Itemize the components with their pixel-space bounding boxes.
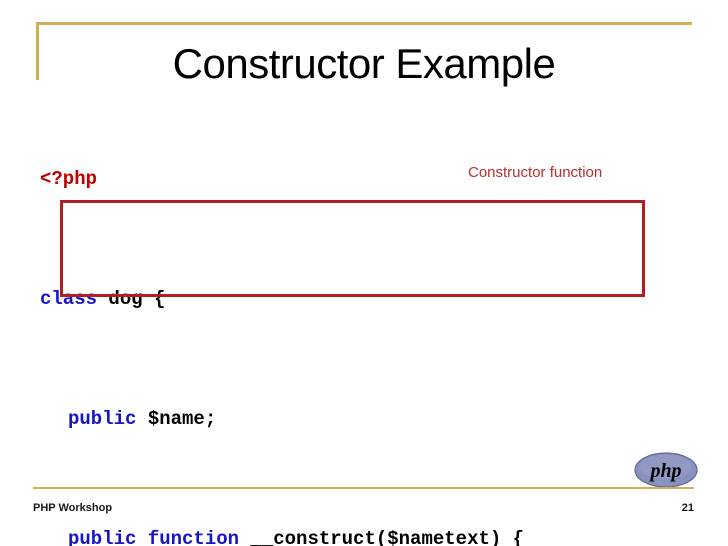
constructor-callout-label: Constructor function (468, 164, 603, 181)
code-line-1: class dog { (40, 284, 524, 314)
code-token-property-name: $name; (136, 408, 217, 430)
code-token-construct-signature: __construct($nametext) { (239, 528, 525, 546)
code-block: <?php class dog { public $name; public f… (40, 104, 524, 546)
title-rule-horizontal (36, 22, 692, 25)
code-line-2: public $name; (40, 404, 524, 434)
code-token-public-keyword: public (68, 408, 137, 430)
footer-rule (33, 487, 694, 489)
page-title: Constructor Example (172, 40, 556, 87)
code-token-class-keyword: class (40, 288, 98, 310)
code-line-0: <?php (40, 164, 524, 194)
footer-page-number: 21 (681, 502, 694, 514)
code-token-class-name: dog { (97, 288, 166, 310)
footer-workshop-label: PHP Workshop (33, 502, 113, 514)
php-logo-text: php (648, 460, 681, 482)
title-rule-vertical (36, 22, 39, 80)
code-token-public-function-keyword: public function (68, 528, 240, 546)
php-logo: php (634, 452, 698, 488)
code-token-php-open: <?php (40, 168, 98, 190)
php-logo-svg: php (634, 452, 698, 488)
php-logo-highlight (640, 455, 692, 479)
code-line-3: public function __construct($nametext) { (40, 524, 524, 546)
